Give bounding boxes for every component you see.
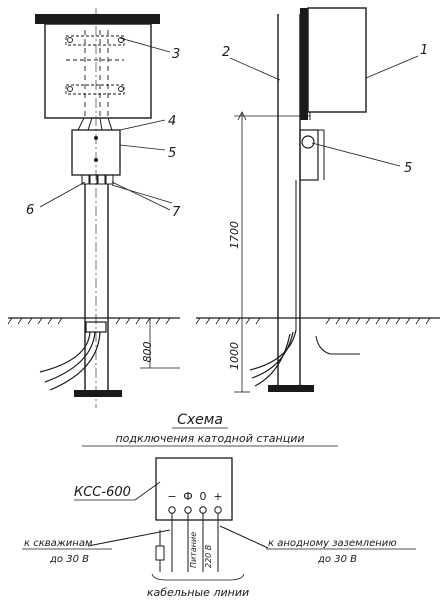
callout-leaders-front	[39, 37, 173, 211]
junction-box-side	[299, 129, 319, 181]
callout-leaders-side	[229, 55, 419, 167]
terminal-phase: Ф	[183, 490, 192, 503]
cabinet-side	[307, 7, 367, 113]
scheme-wires	[87, 513, 269, 572]
cabinet-roof-front	[35, 14, 160, 24]
cable-glands	[81, 174, 114, 185]
callout-6: 6	[26, 203, 34, 218]
cable-bracket	[151, 573, 245, 581]
ground-front	[7, 317, 180, 325]
dim-1700: 1700	[228, 221, 241, 249]
callout-5-side: 5	[404, 161, 412, 176]
terminal-plus: +	[213, 490, 222, 503]
connection-scheme: Схема подключения катодной станции КСС-6…	[22, 412, 416, 599]
front-view: 800 3 4 5 6 7	[7, 8, 181, 408]
cabinet-bracket-side	[300, 8, 308, 120]
right-label: к анодному заземлению	[268, 538, 397, 549]
callout-4: 4	[168, 114, 176, 129]
mid-label: Питание	[189, 532, 198, 568]
underground-cables-front	[39, 321, 107, 391]
terminal-minus: −	[167, 490, 176, 503]
box-gland-side	[301, 135, 315, 149]
callout-5-front: 5	[168, 146, 176, 161]
underground-cables-side	[249, 329, 297, 387]
mid-voltage: 220 В	[204, 545, 213, 568]
dim-800-line	[140, 317, 180, 369]
side-view: 1700 1000 2 1 5	[195, 7, 440, 393]
callout-1: 1	[420, 43, 428, 58]
dim-vertical-side	[234, 111, 310, 393]
bottom-label: кабельные линии	[147, 586, 249, 599]
scheme-title: Схема	[177, 412, 223, 428]
cabinet-terminals	[65, 30, 125, 118]
terminal-posts	[168, 506, 222, 514]
left-label: к скважинам	[24, 538, 93, 549]
station-box	[155, 457, 233, 521]
device-label: КСС-600	[74, 485, 131, 500]
left-voltage: до 30 В	[49, 554, 89, 565]
callout-2: 2	[222, 45, 230, 60]
dim-1000: 1000	[228, 342, 241, 370]
base-plate-side	[268, 385, 314, 392]
cabinet-front	[44, 23, 152, 119]
scheme-subtitle: подключения катодной станции	[115, 432, 304, 445]
callout-7: 7	[172, 205, 181, 220]
callout-3: 3	[172, 47, 180, 62]
base-plate-front	[74, 390, 122, 397]
cabinet-to-box-cables	[77, 117, 113, 131]
terminal-zero: 0	[200, 490, 207, 503]
right-voltage: до 30 В	[317, 554, 357, 565]
dim-800: 800	[141, 342, 154, 363]
